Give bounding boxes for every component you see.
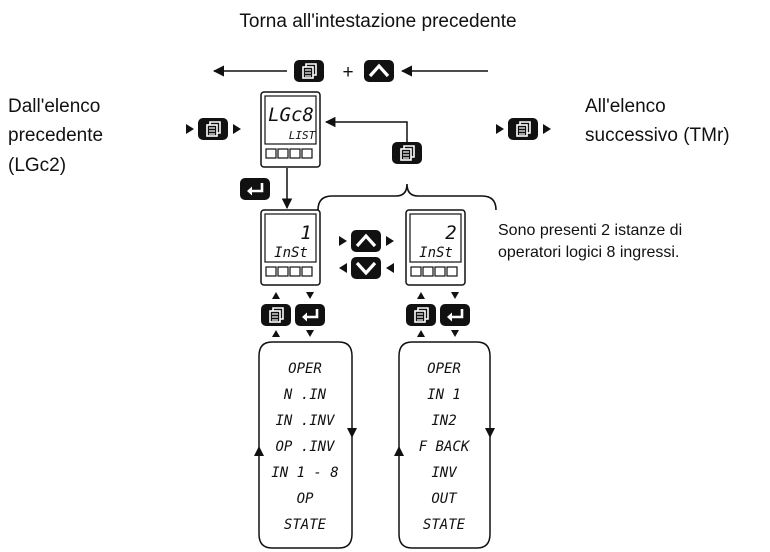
down-right-arrowhead [386,263,394,273]
tri-up [272,292,280,299]
previous-list-label-line1: Dall'elenco [8,96,100,117]
tri-up [272,330,280,337]
instance-1-label: InSt [274,245,308,261]
tri-down [306,292,314,299]
page-key-icon[interactable] [507,117,539,141]
parameter-list-2-frame [398,341,491,549]
parameter-item: F BACK [419,439,471,455]
previous-list-label-line2: precedente [8,125,103,146]
up-right-arrowhead [386,236,394,246]
parameter-item: N .IN [283,387,327,403]
enter-key-icon[interactable] [438,302,472,328]
down-left-arrowhead [339,263,347,273]
parameter-list-2: OPER IN 1 IN2 F BACK INV OUT STATE [419,361,471,533]
instance-2-number: 2 [445,222,456,244]
page-key-icon[interactable] [293,59,325,83]
list-1-up-arrow [254,446,264,456]
tri-down [451,330,459,337]
page-key-icon[interactable] [197,117,229,141]
left-small-arrowhead [233,124,241,134]
down-arrow-key-icon[interactable] [349,255,383,281]
parameter-item: OP [297,491,314,507]
back-to-previous-header-label: Torna all'intestazione precedente [239,11,516,32]
parameter-item: INV [431,465,458,481]
page-key-icon[interactable] [391,141,423,165]
parameter-item: IN 1 [427,387,461,403]
instances-note-line1: Sono presenti 2 istanze di [498,222,682,239]
list-2-down-arrow [485,428,495,438]
parameter-item: OUT [431,491,458,507]
tri-down [306,330,314,337]
plus-sign: + [342,62,353,83]
instance-1-display-unit: 1 InSt [260,209,321,286]
parameter-item: STATE [423,517,466,533]
instance-brace [317,183,497,211]
up-arrow-key-icon[interactable] [362,58,396,84]
enter-key-icon[interactable] [293,302,327,328]
parameter-item: IN2 [431,413,456,429]
list-1-down-arrow [347,428,357,438]
right-small-arrowhead [496,124,504,134]
parameter-list-1: OPER N .IN IN .INV OP .INV IN 1 - 8 OP STATE [271,361,338,533]
list-display-bottom: LIST [289,129,317,142]
right-small-arrowhead [543,124,551,134]
parameter-item: OP .INV [275,439,336,455]
list-2-up-arrow [394,446,404,456]
instance-2-label: InSt [419,245,453,261]
up-arrow-key-icon[interactable] [349,228,383,254]
tri-down [451,292,459,299]
parameter-item: OPER [427,361,461,377]
page-key-icon[interactable] [405,303,437,327]
enter-key-icon[interactable] [238,176,272,202]
previous-list-label-line3: (LGc2) [8,155,66,176]
left-small-arrowhead [186,124,194,134]
next-list-label-line2: successivo (TMr) [585,125,730,146]
instance-1-number: 1 [300,222,311,244]
parameter-item: STATE [284,517,327,533]
parameter-item: IN 1 - 8 [271,465,338,481]
list-display-top: LGc8 [268,104,314,126]
instance-2-display-unit: 2 InSt [405,209,466,286]
parameter-list-1-frame [258,341,353,549]
instances-note-line2: operatori logici 8 ingressi. [498,244,679,261]
parameter-item: IN .INV [275,413,336,429]
up-left-arrowhead [339,236,347,246]
list-display-unit: LGc8 LIST [260,91,321,168]
parameter-item: OPER [288,361,322,377]
next-list-label-line1: All'elenco [585,96,666,117]
tri-up [417,330,425,337]
page-key-icon[interactable] [260,303,292,327]
tri-up [417,292,425,299]
page-to-list-connector [324,116,408,142]
